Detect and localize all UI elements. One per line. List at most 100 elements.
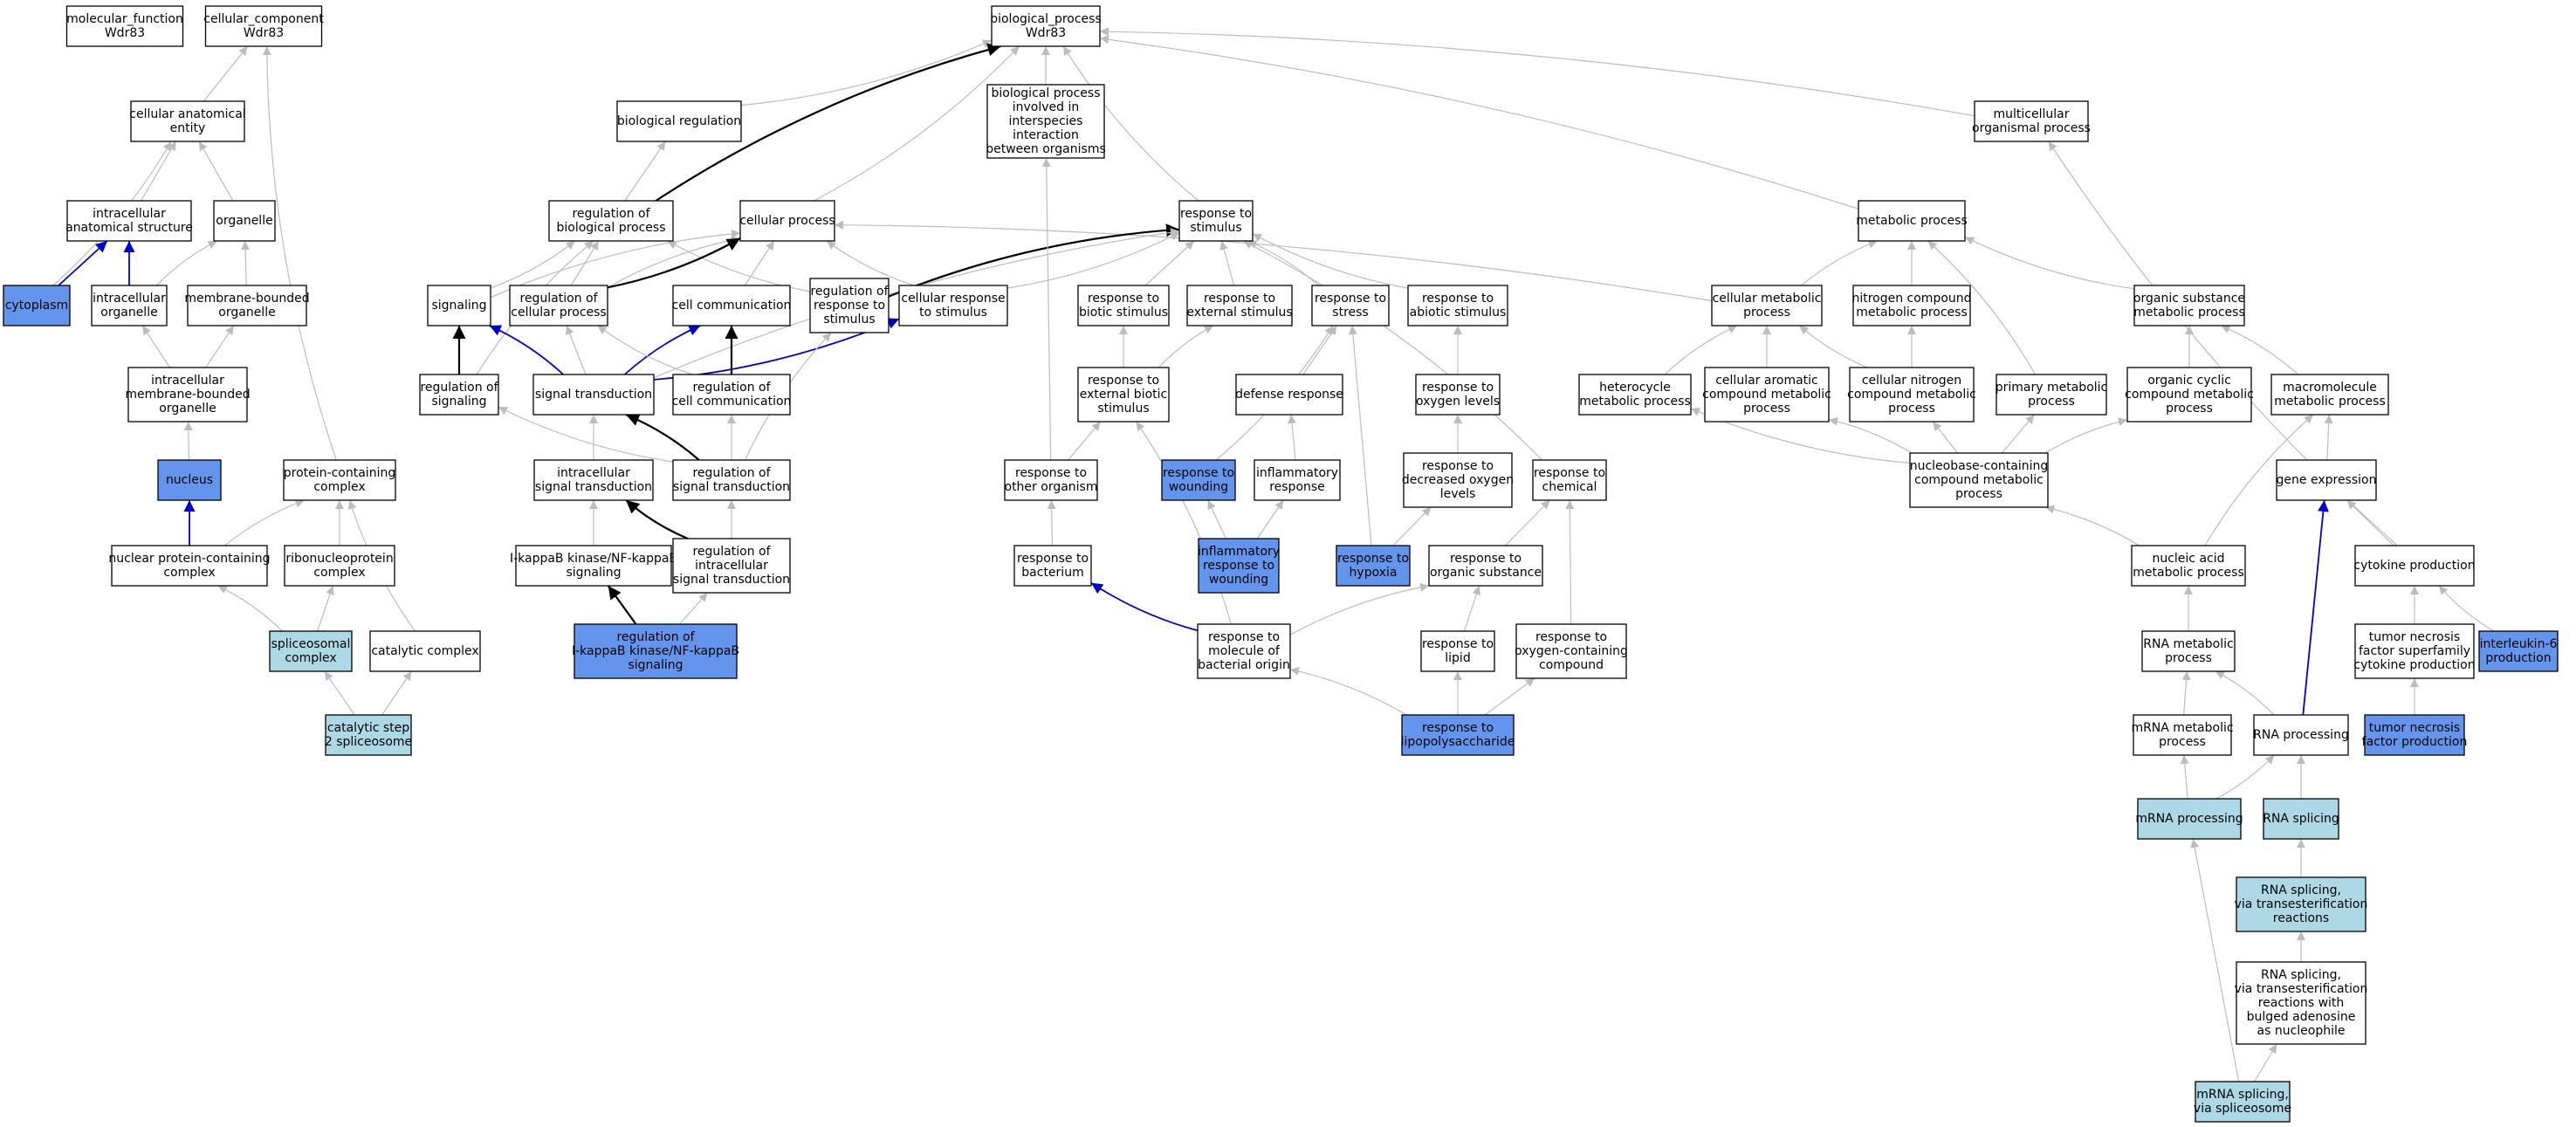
node-box: [672, 374, 791, 416]
node-label: via spliceosome: [2194, 1102, 2291, 1116]
node-box: [898, 285, 1008, 326]
node-mrna_splicing_spliceosome[interactable]: mRNA splicing,via spliceosome: [2194, 1081, 2291, 1123]
node-cellular_process[interactable]: cellular process: [739, 200, 835, 242]
edge-defense_response-to-response_to_stress: [1302, 325, 1337, 375]
node-gene_expression[interactable]: gene expression: [2276, 459, 2377, 501]
node-reg_ikappab_signaling[interactable]: regulation ofI-kappaB kinase/NF-kappaBsi…: [572, 623, 739, 679]
node-rna_processing[interactable]: RNA processing: [2253, 714, 2349, 756]
node-box: [515, 545, 672, 587]
node-box: [2133, 714, 2232, 756]
node-cytoplasm[interactable]: cytoplasm: [3, 285, 71, 326]
node-nucleus[interactable]: nucleus: [157, 459, 222, 501]
node-box: [2364, 714, 2465, 756]
node-label: stimulus: [1097, 402, 1149, 416]
node-signaling[interactable]: signaling: [427, 285, 491, 326]
node-metabolic_process[interactable]: metabolic process: [1856, 200, 1968, 242]
edge-response_to_stimulus-to-biological_process: [1062, 45, 1199, 202]
node-label: oxygen-containing: [1515, 644, 1628, 658]
edge-cytokine_production-to-gene_expression: [2346, 499, 2394, 546]
node-signal_transduction[interactable]: signal transduction: [532, 374, 655, 416]
node-box: [1578, 374, 1692, 416]
node-label: regulation of: [572, 207, 650, 221]
node-catalytic_complex[interactable]: catalytic complex: [369, 630, 481, 672]
node-label: production: [2485, 651, 2551, 665]
node-label: reactions: [2273, 911, 2329, 925]
node-label: interaction: [1013, 128, 1079, 142]
node-mrna_processing[interactable]: mRNA processing: [2135, 798, 2243, 840]
node-organelle[interactable]: organelle: [213, 200, 276, 242]
node-rna_splicing_bulged_adenosine[interactable]: RNA splicing,via transesterificationreac…: [2235, 961, 2368, 1045]
node-biological_regulation[interactable]: biological regulation: [616, 100, 742, 142]
node-box: [111, 545, 268, 587]
node-rna_splicing[interactable]: RNA splicing: [2263, 798, 2339, 840]
node-cell_communication[interactable]: cell communication: [672, 285, 792, 326]
node-rna_splicing_transesterification[interactable]: RNA splicing,via transesterificationreac…: [2235, 876, 2368, 932]
edge-inflammatory_response_to_wounding-to-response_to_wounding: [1207, 499, 1226, 539]
node-label: chemical: [1542, 480, 1597, 494]
node-cytokine_production[interactable]: cytokine production: [2353, 545, 2476, 587]
node-defense_response[interactable]: defense response: [1235, 374, 1343, 416]
